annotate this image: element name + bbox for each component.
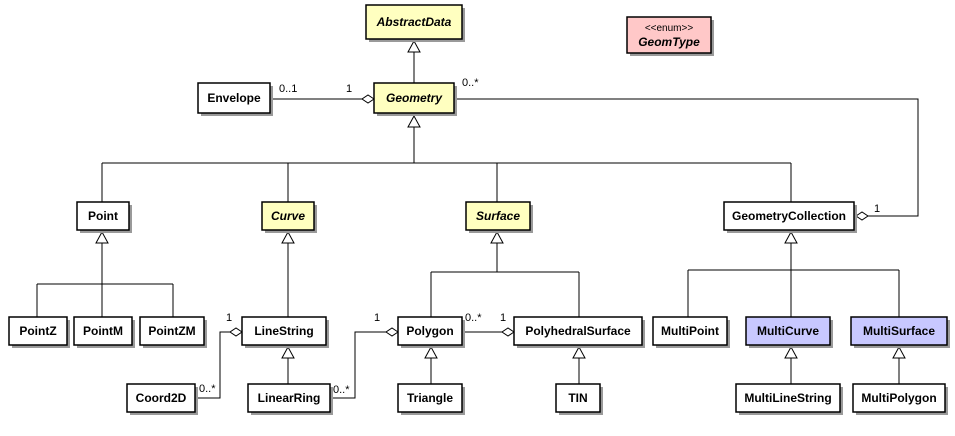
class-name: MultiPolygon — [861, 391, 936, 405]
class-point[interactable]: Point — [76, 201, 132, 233]
mult-linestring-owner: 1 — [226, 312, 232, 324]
generalization-arrowheads — [95, 39, 906, 359]
arrowhead-polyhedral-surface — [572, 345, 586, 359]
class-surface[interactable]: Surface — [465, 201, 533, 233]
aggregation-collection-geometry — [454, 98, 919, 217]
class-polygon[interactable]: Polygon — [397, 316, 465, 348]
class-name: Geometry — [386, 91, 443, 105]
class-name: LineString — [254, 324, 313, 338]
mult-collection-owner: 1 — [874, 203, 880, 215]
mult-polygon-members: 0..* — [465, 312, 482, 324]
class-name: PointM — [83, 324, 123, 338]
class-multi-point[interactable]: MultiPoint — [652, 316, 730, 348]
class-name: Coord2D — [136, 391, 187, 405]
class-name: PointZM — [148, 324, 195, 338]
class-name: MultiPoint — [661, 324, 719, 338]
class-name: PointZ — [19, 324, 56, 338]
class-name: Triangle — [407, 391, 453, 405]
multiplicities: 0..1 1 0..* 1 1 0..* 1 0..* 0..* 1 — [199, 77, 880, 396]
aggregation-diamonds — [229, 94, 869, 337]
class-tin[interactable]: TIN — [555, 383, 603, 415]
class-name: Curve — [271, 209, 305, 223]
arrowhead-abstractdata — [407, 39, 421, 53]
class-abstract-data[interactable]: AbstractData — [365, 4, 465, 42]
class-name: MultiCurve — [757, 324, 819, 338]
class-name: Envelope — [207, 91, 261, 105]
aggregation-linestring-coord2d — [198, 331, 230, 399]
class-name: MultiSurface — [863, 324, 935, 338]
class-name: MultiLineString — [744, 391, 831, 405]
class-multi-surface[interactable]: MultiSurface — [850, 316, 950, 348]
class-coord-2d[interactable]: Coord2D — [126, 383, 198, 415]
class-curve[interactable]: Curve — [261, 201, 317, 233]
arrowhead-surface — [490, 230, 504, 244]
class-boxes: AbstractData <<enum>> GeomType Envelope … — [8, 4, 950, 415]
aggregation-polygon-linearring — [330, 331, 386, 399]
class-multi-polygon[interactable]: MultiPolygon — [852, 383, 948, 415]
mult-polyhedral-owner: 1 — [500, 312, 506, 324]
diamond-linestring — [229, 327, 243, 337]
mult-linestring-coords: 0..* — [199, 383, 216, 395]
arrowhead-geometry — [407, 114, 421, 128]
class-point-z[interactable]: PointZ — [8, 316, 70, 348]
class-multi-line-string[interactable]: MultiLineString — [735, 383, 843, 415]
class-line-string[interactable]: LineString — [241, 316, 329, 348]
class-polyhedral-surface[interactable]: PolyhedralSurface — [513, 316, 645, 348]
class-name: GeomType — [638, 35, 700, 49]
diamond-geometry-collection — [855, 211, 869, 221]
class-name: GeometryCollection — [732, 209, 846, 223]
class-linear-ring[interactable]: LinearRing — [247, 383, 333, 415]
mult-envelope-end: 0..1 — [279, 83, 297, 95]
mult-polygon-owner: 1 — [374, 312, 380, 324]
class-name: Surface — [476, 209, 520, 223]
arrowhead-curve — [281, 230, 295, 244]
class-name: PolyhedralSurface — [525, 324, 631, 338]
enum-stereotype: <<enum>> — [645, 23, 694, 34]
mult-polygon-rings: 0..* — [333, 384, 350, 396]
arrowhead-multi-curve — [784, 345, 798, 359]
mult-geometry-envelope-end: 1 — [346, 83, 352, 95]
class-point-m[interactable]: PointM — [73, 316, 135, 348]
arrowhead-polygon — [424, 345, 438, 359]
enum-geom-type[interactable]: <<enum>> GeomType — [626, 16, 714, 56]
class-point-zm[interactable]: PointZM — [139, 316, 207, 348]
class-envelope[interactable]: Envelope — [197, 82, 273, 116]
class-multi-curve[interactable]: MultiCurve — [745, 316, 833, 348]
arrowhead-geometry-collection — [784, 230, 798, 244]
mult-collection-member: 0..* — [462, 77, 479, 89]
class-name: LinearRing — [258, 391, 321, 405]
class-triangle[interactable]: Triangle — [397, 383, 465, 415]
diamond-geometry-envelope — [361, 94, 375, 104]
diamond-polygon — [385, 327, 399, 337]
class-name: AbstractData — [376, 15, 452, 29]
arrowhead-multi-surface — [892, 345, 906, 359]
edges — [36, 52, 919, 399]
arrowhead-linestring — [281, 345, 295, 359]
class-name: Polygon — [406, 324, 453, 338]
diamond-polyhedral-surface — [501, 327, 515, 337]
class-geometry[interactable]: Geometry — [373, 82, 457, 116]
arrowhead-point — [95, 230, 109, 244]
class-name: TIN — [568, 391, 587, 405]
class-name: Point — [88, 209, 118, 223]
class-geometry-collection[interactable]: GeometryCollection — [723, 201, 857, 233]
